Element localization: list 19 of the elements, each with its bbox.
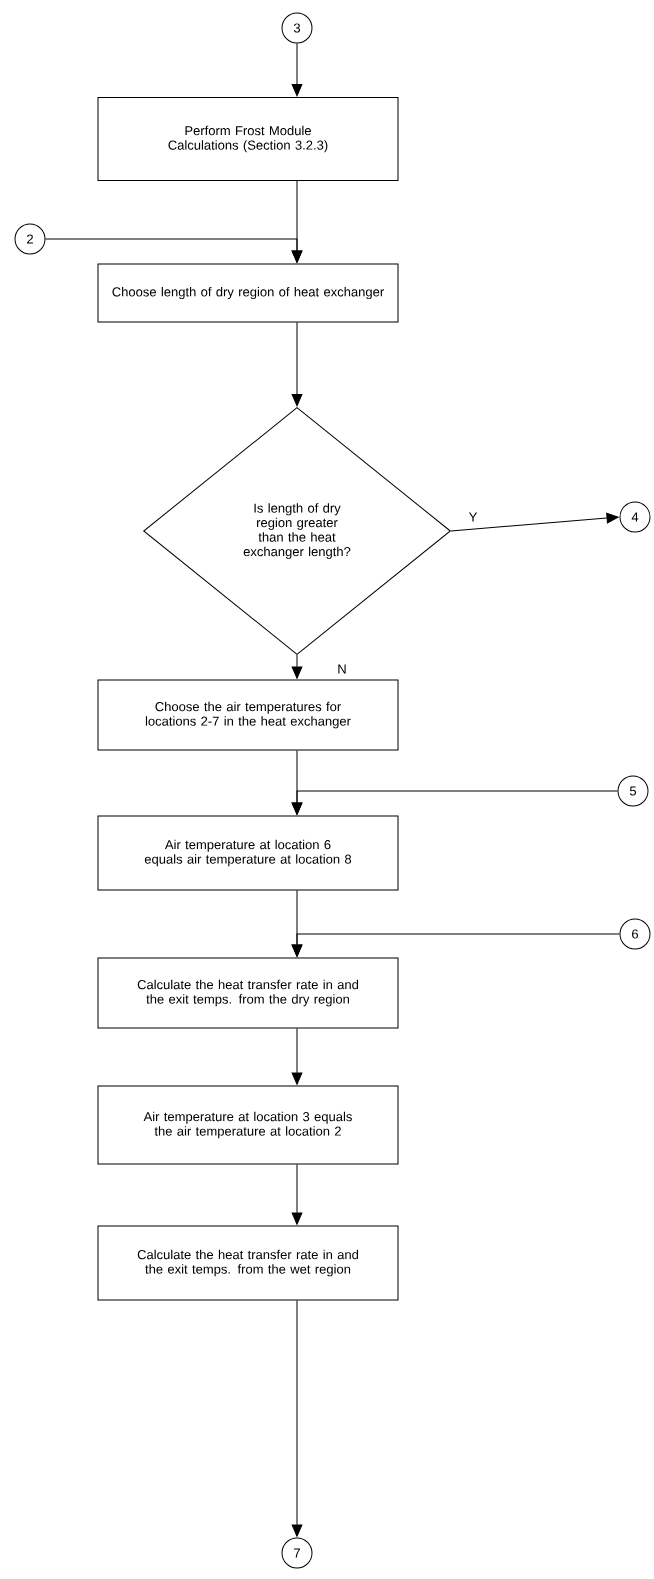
edge-label: Y [467,511,479,523]
process-box: Air temperature at location 3 equals the air temperature at location 2 [97,1085,399,1165]
process-box: Choose length of dry region of heat exchanger [97,263,399,323]
arrow [291,43,303,97]
arrow [450,512,619,532]
process-box: Calculate the heat transfer rate in and the exit temps. from the wet region [97,1225,399,1301]
process-box: Choose the air temperatures for locations 2-7 in the heat exchanger [97,679,399,751]
process-box: Perform Frost Module Calculations (Section 3.2.3) [97,97,399,181]
arrow [291,1028,303,1085]
arrow [291,1164,303,1225]
arrow [291,790,618,815]
edge-label: N [336,663,348,675]
process-box: Air temperature at location 6 equals air temperature at location 8 [97,815,399,891]
arrow [291,1300,303,1537]
arrow [45,238,303,263]
arrow [291,654,303,679]
arrow [291,933,620,957]
process-box: Calculate the heat transfer rate in and the exit temps. from the dry region [97,957,399,1029]
arrow [291,322,303,407]
